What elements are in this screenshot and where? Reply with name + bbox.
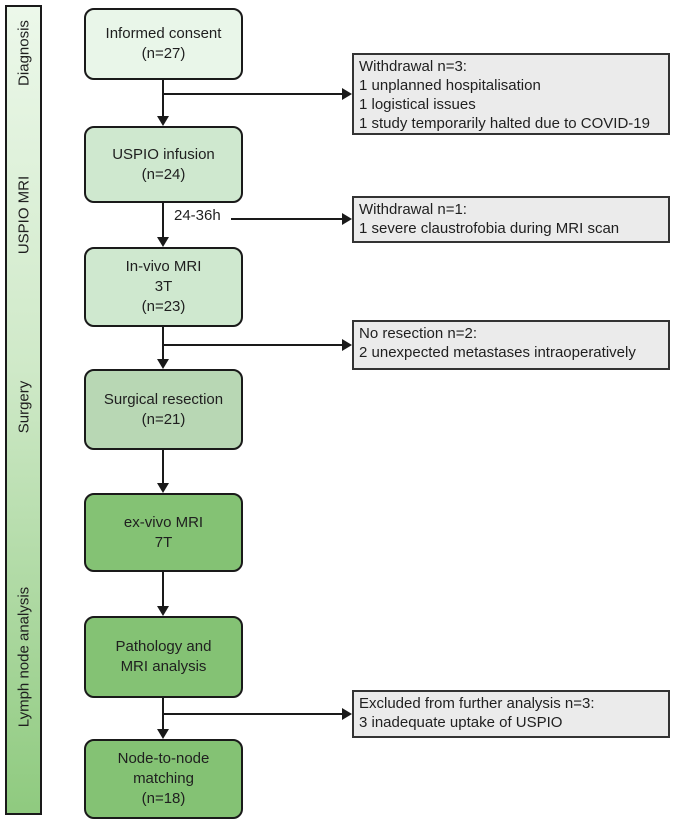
- flow-box-informed-consent: Informed consent (n=27): [84, 8, 243, 80]
- exclusion-text-line: 1 logistical issues: [359, 96, 476, 113]
- branch-to-withdrawal-3: [163, 93, 343, 95]
- phase-label-surgery: Surgery: [15, 380, 33, 434]
- phase-sidebar: [5, 5, 42, 815]
- arrow-infusion-to-invivo: [162, 203, 164, 238]
- arrow-invivo-to-resection: [162, 327, 164, 360]
- branch-to-withdrawal-1: [231, 218, 343, 220]
- arrow-exvivo-to-pathology: [162, 572, 164, 607]
- exclusion-text-line: Excluded from further analysis n=3:: [359, 695, 595, 712]
- flow-box-text-line: Node-to-node: [117, 750, 210, 767]
- flow-box-text-line: (n=24): [141, 165, 186, 183]
- flow-box-uspio-infusion: USPIO infusion (n=24): [84, 126, 243, 203]
- flow-box-text-line: (n=21): [141, 410, 186, 428]
- arrow-consent-to-infusion: [162, 80, 164, 118]
- flow-box-text-line: USPIO infusion: [112, 145, 215, 163]
- arrow-head-down-icon: [157, 483, 169, 493]
- phase-label-lymph-node-analysis: Lymph node analysis: [15, 586, 33, 728]
- arrow-head-down-icon: [157, 116, 169, 126]
- flow-box-text-line: Surgical resection: [103, 390, 224, 408]
- flow-box-text-line: MRI analysis: [120, 658, 207, 675]
- flow-box-text-line: 3T: [154, 278, 173, 295]
- exclusion-box-withdrawal-3: Withdrawal n=3: 1 unplanned hospitalisat…: [352, 53, 670, 135]
- flow-box-text-line: Informed consent: [105, 25, 222, 42]
- arrow-head-right-icon: [342, 708, 352, 720]
- flow-box-pathology-mri-analysis: Pathology and MRI analysis: [84, 616, 243, 698]
- flow-box-text-line: ex-vivo MRI: [123, 513, 204, 531]
- flow-box-text-line: (n=18): [141, 790, 186, 807]
- exclusion-text-line: Withdrawal n=1:: [359, 201, 467, 218]
- edge-label-infusion-interval: 24-36h: [172, 207, 223, 224]
- exclusion-text-line: 1 severe claustrofobia during MRI scan: [359, 220, 620, 237]
- flow-box-text-line: (n=27): [141, 45, 186, 62]
- flow-box-text-line: 7T: [154, 533, 173, 551]
- exclusion-box-excluded-analysis: Excluded from further analysis n=3: 3 in…: [352, 690, 670, 738]
- exclusion-text-line: No resection n=2:: [359, 325, 477, 342]
- flow-box-text-line: Pathology and: [115, 638, 212, 655]
- flow-box-text-line: In-vivo MRI: [125, 258, 202, 275]
- arrow-head-right-icon: [342, 339, 352, 351]
- exclusion-text-line: 2 unexpected metastases intraoperatively: [359, 344, 636, 361]
- flow-box-text-line: (n=23): [141, 298, 186, 315]
- exclusion-box-no-resection: No resection n=2: 2 unexpected metastase…: [352, 320, 670, 370]
- branch-to-excluded-analysis: [163, 713, 343, 715]
- flow-box-node-to-node-matching: Node-to-node matching (n=18): [84, 739, 243, 819]
- exclusion-box-withdrawal-1: Withdrawal n=1: 1 severe claustrofobia d…: [352, 196, 670, 243]
- exclusion-text-line: 1 unplanned hospitalisation: [359, 77, 541, 94]
- phase-label-diagnosis: Diagnosis: [15, 20, 33, 86]
- exclusion-text-line: Withdrawal n=3:: [359, 58, 467, 75]
- phase-label-uspio-mri: USPIO MRI: [15, 175, 33, 255]
- arrow-head-right-icon: [342, 88, 352, 100]
- branch-to-no-resection: [163, 344, 343, 346]
- exclusion-text-line: 3 inadequate uptake of USPIO: [359, 714, 563, 731]
- exclusion-text-line: 1 study temporarily halted due to COVID-…: [359, 115, 650, 132]
- arrow-head-down-icon: [157, 237, 169, 247]
- flow-box-surgical-resection: Surgical resection (n=21): [84, 369, 243, 450]
- flow-box-text-line: matching: [133, 770, 194, 787]
- flow-box-exvivo-mri: ex-vivo MRI 7T: [84, 493, 243, 572]
- arrow-resection-to-exvivo: [162, 450, 164, 484]
- flow-box-invivo-mri: In-vivo MRI 3T (n=23): [84, 247, 243, 327]
- arrow-head-down-icon: [157, 359, 169, 369]
- arrow-head-right-icon: [342, 213, 352, 225]
- arrow-head-down-icon: [157, 729, 169, 739]
- arrow-head-down-icon: [157, 606, 169, 616]
